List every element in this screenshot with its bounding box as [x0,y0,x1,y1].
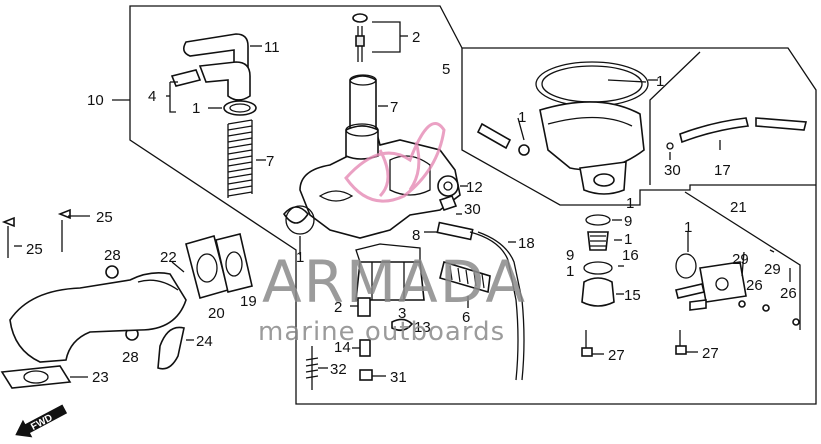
oring-9-bottom [583,261,613,275]
callout-25-b: 25 [96,209,113,226]
throttle-cable-cap-4 [170,61,251,101]
needle-valve-16 [587,231,622,251]
float-pin-6 [439,260,491,308]
callout-12: 12 [466,179,483,196]
callout-27-left: 27 [608,347,625,364]
callout-1-oring: 1 [626,195,634,212]
needle-jet-2 [350,297,371,317]
callout-16: 16 [622,247,639,264]
callout-29-b: 29 [764,261,781,278]
drain-screw-31 [359,369,386,381]
callout-bracket-10-4 [112,81,266,161]
fuel-valve-oring [675,232,697,279]
callout-31: 31 [390,369,407,386]
callout-22: 22 [160,249,177,266]
main-jet-14 [352,339,371,357]
callout-14: 14 [334,339,351,356]
callout-23: 23 [92,369,109,386]
main-frame-outline [129,5,817,405]
insulator-20 [185,235,229,299]
callout-1-seat: 1 [566,263,574,280]
callout-1-valve: 1 [624,231,632,248]
callout-28-top: 28 [104,247,121,264]
callout-4: 4 [148,88,156,105]
seal-ring-1 [223,100,257,116]
armada-watermark: ARMADA marine outboards [258,122,527,347]
throttle-spring-7 [227,119,253,198]
callout-13: 13 [414,319,431,336]
fuel-valve-body [675,261,747,311]
callout-5: 5 [442,61,450,78]
callout-24: 24 [196,333,213,350]
callout-30-screw: 30 [464,201,481,218]
callout-10: 10 [87,92,104,109]
float-bowl [539,101,645,195]
watermark-brand: ARMADA [262,248,527,316]
gasket-23 [0,365,72,389]
carburetor-body [282,123,468,239]
callout-21: 21 [730,199,747,216]
callout-26-b: 26 [780,285,797,302]
screw-27-right [675,330,698,355]
callout-30-clamp: 30 [664,162,681,179]
callout-2-jet: 2 [334,299,342,316]
callout-1-fuelvalve: 1 [684,219,692,236]
callout-6: 6 [462,309,470,326]
callout-32: 32 [330,361,347,378]
bolt-25-a [1,216,22,258]
float-3 [355,243,425,301]
callout-19: 19 [240,293,257,310]
screws-26 [738,300,800,326]
callout-18: 18 [518,235,535,252]
callout-15: 15 [624,287,641,304]
throttle-stop-screw-30 [438,195,462,215]
callout-1-gasket: 1 [656,73,664,90]
oring-9-top [585,214,622,226]
overflow-tube-18 [469,231,525,381]
fwd-arrow-icon: FWD [15,404,68,438]
intake-pipe-22 [9,272,187,363]
callout-1-body: 1 [296,249,304,266]
callout-27-right: 27 [702,345,719,362]
leader-lines [70,79,791,378]
gasket-19 [215,233,253,293]
nut-28-top [105,265,119,279]
needle-clip-2 [352,13,408,62]
fwd-label: FWD [29,412,54,432]
throttle-valve-7 [349,74,388,133]
callout-9-top: 9 [624,213,632,230]
clamp-24 [157,326,194,370]
callout-9-bottom: 9 [566,247,574,264]
fuel-valve-frame [684,191,801,330]
bowl-gasket-1 [535,61,658,107]
drain-bolt-1 [476,117,530,156]
callout-7-spring: 7 [266,153,274,170]
callout-3: 3 [398,305,406,322]
callout-20: 20 [208,305,225,322]
pilot-jet-8 [424,221,474,241]
callout-11: 11 [264,39,280,56]
callout-numbers: 11 2 5 10 4 1 7 7 1 1 30 17 12 1 9 30 8 … [26,29,797,386]
callout-2-top: 2 [412,29,420,46]
watermark-tagline: marine outboards [258,317,505,347]
callout-8: 8 [412,227,420,244]
float-bowl-frame [461,48,816,206]
callout-28-bottom: 28 [122,349,139,366]
callout-25-a: 25 [26,241,43,258]
screw-27-left [581,330,604,357]
vent-tube-17 [679,117,808,150]
callout-1-ring: 1 [192,100,200,117]
watermark-logo-icon [344,122,446,203]
bolt-25-b [57,208,90,252]
callout-7-valve: 7 [390,99,398,116]
clamp-30 [666,142,674,160]
callout-1-bolt: 1 [518,109,526,126]
clip-13 [391,318,414,332]
adjust-screw-32 [305,346,328,390]
callout-29-a: 29 [732,251,749,268]
callout-17: 17 [714,162,731,179]
callout-26-a: 26 [746,277,763,294]
valve-seat-15 [581,277,624,307]
